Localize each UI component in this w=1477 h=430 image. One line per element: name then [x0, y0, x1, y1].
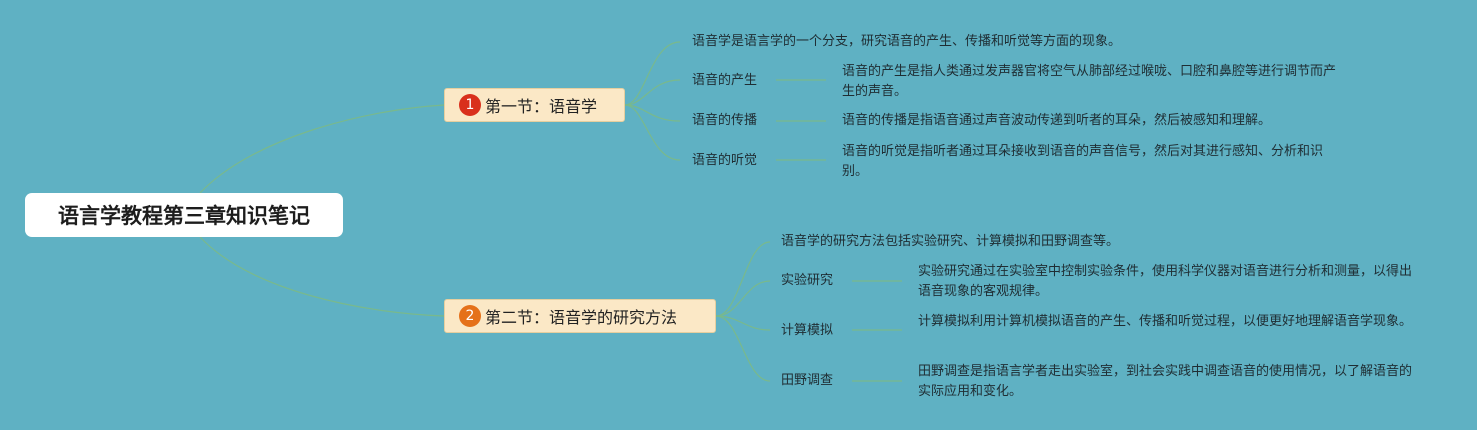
section-2-number-badge: 2 — [459, 305, 481, 327]
root-topic[interactable]: 语言学教程第三章知识笔记 — [25, 193, 343, 237]
link-s1-topic3 — [624, 104, 681, 161]
section-2-topic-2-description[interactable]: 计算模拟利用计算机模拟语音的产生、传播和听觉过程，以便更好地理解语音学现象。 — [918, 314, 1413, 329]
link-s1-topic1 — [624, 79, 681, 106]
section-1-intro[interactable]: 语音学是语言学的一个分支，研究语音的产生、传播和听觉等方面的现象。 — [692, 34, 1122, 49]
section-2-topic-3-description[interactable]: 田野调查是指语言学者走出实验室，到社会实践中调查语音的使用情况，以了解语音的实际… — [918, 364, 1413, 399]
link-s2-topic2 — [715, 315, 771, 331]
section-2-title: 第二节：语音学的研究方法 — [485, 308, 678, 327]
link-s1-intro — [624, 41, 681, 106]
section-1-title: 第一节：语音学 — [485, 97, 598, 116]
section-2-topic-1-label[interactable]: 实验研究 — [781, 273, 834, 288]
section-1-node[interactable]: 1 第一节：语音学 — [444, 88, 625, 122]
section-1-number-badge: 1 — [459, 94, 481, 116]
section-1-topic-3-label[interactable]: 语音的听觉 — [692, 153, 758, 168]
section-1-topic-1-description[interactable]: 语音的产生是指人类通过发声器官将空气从肺部经过喉咙、口腔和鼻腔等进行调节而产生的… — [842, 64, 1337, 99]
section-2-topic-2-label[interactable]: 计算模拟 — [781, 323, 834, 338]
link-root-section2 — [199, 236, 445, 317]
section-1-topic-2-description[interactable]: 语音的传播是指语音通过声音波动传递到听者的耳朵，然后被感知和理解。 — [842, 113, 1272, 128]
section-2-intro[interactable]: 语音学的研究方法包括实验研究、计算模拟和田野调查等。 — [781, 234, 1120, 249]
link-s2-intro — [715, 241, 771, 317]
section-1-topic-1-label[interactable]: 语音的产生 — [692, 73, 758, 88]
link-s2-topic1 — [715, 280, 771, 317]
section-2-topic-1-description[interactable]: 实验研究通过在实验室中控制实验条件，使用科学仪器对语音进行分析和测量，以得出语音… — [918, 264, 1413, 299]
section-2-topic-3-label[interactable]: 田野调查 — [781, 373, 834, 388]
link-s1-topic2 — [624, 104, 681, 122]
section-1-topic-3-description[interactable]: 语音的听觉是指听者通过耳朵接收到语音的声音信号，然后对其进行感知、分析和识别。 — [842, 144, 1324, 179]
section-2-node[interactable]: 2 第二节：语音学的研究方法 — [444, 299, 716, 333]
link-s2-topic3 — [715, 315, 771, 382]
link-root-section1 — [199, 104, 445, 194]
section-1-topic-2-label[interactable]: 语音的传播 — [692, 113, 758, 128]
